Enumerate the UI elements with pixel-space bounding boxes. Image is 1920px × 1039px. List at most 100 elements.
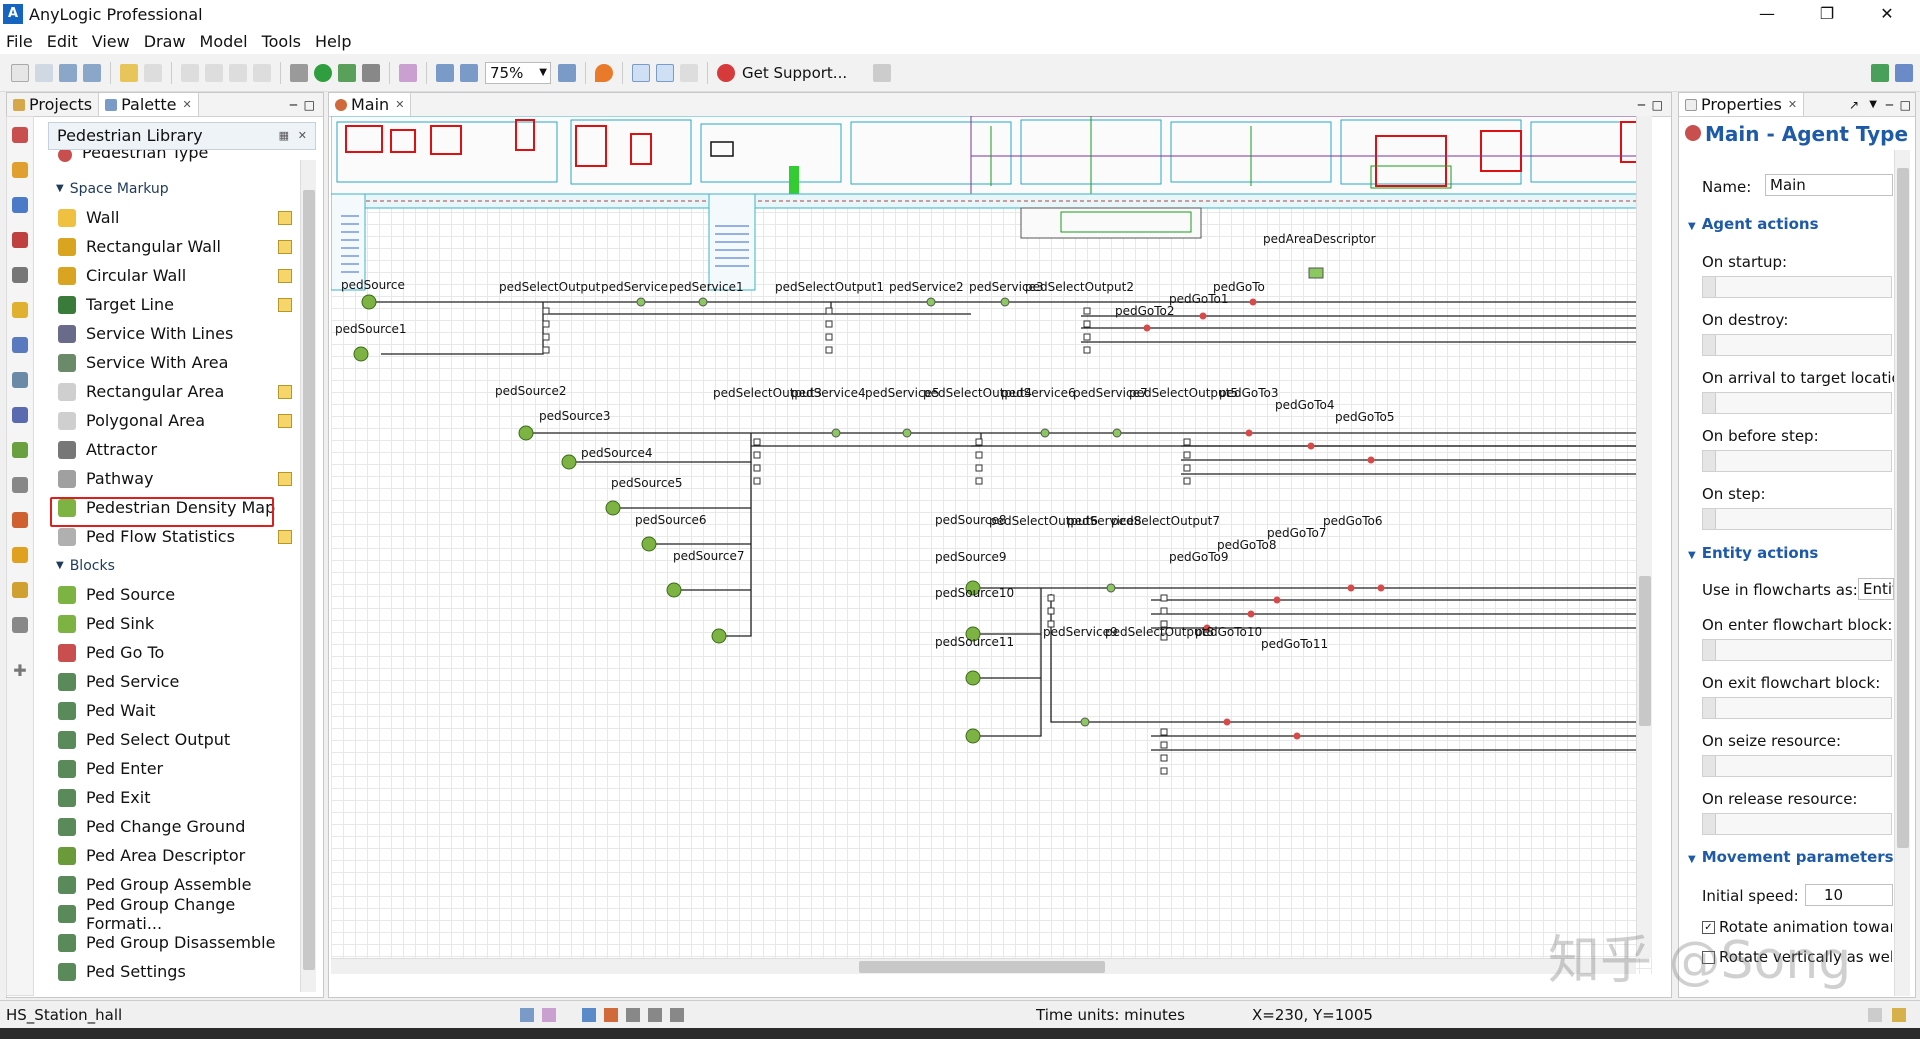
menu-view[interactable]: View [91, 31, 130, 51]
category-controls-icon[interactable] [12, 267, 28, 283]
palette-block-ped-group-change-formati[interactable]: Ped Group Change Formati... [48, 895, 300, 933]
palette-markup-target-line[interactable]: Target Line [48, 290, 300, 319]
palette-block-ped-wait[interactable]: Ped Wait [48, 696, 300, 725]
block-label-pedservice3[interactable]: pedService3 [969, 280, 1044, 294]
palette-markup-ped-flow-statistics[interactable]: Ped Flow Statistics [48, 522, 300, 551]
copy-icon[interactable] [205, 63, 223, 82]
space-markup-section[interactable]: ▼Space Markup [48, 174, 300, 203]
block-label-pedselectoutput8[interactable]: pedSelectOutput8 [1105, 625, 1214, 639]
palette-block-ped-enter[interactable]: Ped Enter [48, 754, 300, 783]
block-label-pedareadescriptor[interactable]: pedAreaDescriptor [1263, 232, 1376, 246]
properties-scroll-thumb[interactable] [1897, 168, 1909, 848]
block-label-pedsource[interactable]: pedSource [341, 278, 405, 292]
palette-scrollbar[interactable] [300, 160, 316, 992]
tab-projects[interactable]: Projects [7, 93, 100, 116]
palette-markup-attractor[interactable]: Attractor [48, 435, 300, 464]
close-library-icon[interactable]: ✕ [297, 129, 307, 142]
refresh-icon[interactable] [399, 63, 417, 82]
palette-markup-pathway[interactable]: Pathway [48, 464, 300, 493]
category-process-icon[interactable] [12, 162, 28, 178]
cut-icon[interactable] [181, 63, 199, 82]
block-label-pedselectoutput2[interactable]: pedSelectOutput2 [1025, 280, 1134, 294]
status-problems-icon[interactable] [542, 1008, 556, 1022]
zoom-select[interactable]: 75%▼ [485, 61, 551, 84]
drawing-mode-icon[interactable] [278, 413, 292, 428]
block-label-pedgoto7[interactable]: pedGoTo7 [1267, 526, 1327, 540]
block-label-pedselectoutput6[interactable]: pedSelectOutput6 [989, 514, 1098, 528]
block-label-pedgoto2[interactable]: pedGoTo2 [1115, 304, 1175, 318]
support-icon[interactable] [717, 63, 735, 82]
tab-main[interactable]: Main✕ [329, 93, 412, 116]
rotate-checkbox[interactable]: ✓ [1702, 920, 1715, 934]
on-release-resource-code-field[interactable] [1702, 813, 1892, 835]
block-label-pedgoto1[interactable]: pedGoTo1 [1169, 292, 1229, 306]
menu-draw[interactable]: Draw [143, 31, 186, 51]
palette-markup-pedestrian-density-map[interactable]: Pedestrian Density Map [48, 493, 300, 522]
name-field[interactable]: Main [1765, 174, 1893, 196]
block-label-pedservice2[interactable]: pedService2 [889, 280, 964, 294]
menu-edit[interactable]: Edit [46, 31, 78, 51]
entity-actions-section[interactable]: ▼Entity actions [1688, 544, 1818, 562]
close-window-button[interactable]: ✕ [1880, 4, 1894, 23]
rotate-vertically-option[interactable]: Rotate vertically as well [1702, 948, 1892, 966]
debug-icon[interactable] [338, 63, 356, 82]
save-all-icon[interactable] [83, 63, 101, 82]
block-label-pedgoto8[interactable]: pedGoTo8 [1217, 538, 1277, 552]
palette-block-ped-group-assemble[interactable]: Ped Group Assemble [48, 870, 300, 899]
zoom-out-icon[interactable] [460, 63, 478, 82]
block-label-pedservice8[interactable]: pedService8 [1067, 514, 1142, 528]
block-label-pedgoto5[interactable]: pedGoTo5 [1335, 410, 1395, 424]
block-label-pedselectoutput7[interactable]: pedSelectOutput7 [1111, 514, 1220, 528]
block-label-pedgoto3[interactable]: pedGoTo3 [1219, 386, 1279, 400]
block-label-pedselectoutput[interactable]: pedSelectOutput [499, 280, 601, 294]
category-fluid-icon[interactable] [12, 547, 28, 563]
block-label-pedgoto11[interactable]: pedGoTo11 [1261, 637, 1329, 651]
maximize-view-icon[interactable]: □ [1651, 97, 1663, 112]
block-label-pedsource2[interactable]: pedSource2 [495, 384, 567, 398]
zoom-fit-icon[interactable] [558, 63, 576, 82]
block-label-pedgoto10[interactable]: pedGoTo10 [1195, 625, 1263, 639]
block-label-pedsource5[interactable]: pedSource5 [611, 476, 683, 490]
category-pictures-icon[interactable] [12, 617, 28, 633]
tab-palette[interactable]: Palette✕ [99, 93, 199, 116]
block-label-pedservice1[interactable]: pedService1 [669, 280, 744, 294]
category-road-icon[interactable] [12, 512, 28, 528]
category-3d-icon[interactable] [12, 407, 28, 423]
zoom-in-icon[interactable] [436, 63, 454, 82]
blocks-section[interactable]: ▼Blocks [48, 551, 300, 580]
block-label-pedsource3[interactable]: pedSource3 [539, 409, 611, 423]
block-label-pedgoto4[interactable]: pedGoTo4 [1275, 398, 1335, 412]
palette-block-ped-group-disassemble[interactable]: Ped Group Disassemble [48, 928, 300, 957]
minimize-button[interactable]: — [1759, 4, 1775, 23]
on-exit-flowchart-code-field[interactable] [1702, 697, 1892, 719]
palette-block-ped-exit[interactable]: Ped Exit [48, 783, 300, 812]
status-measure-icon[interactable] [670, 1008, 684, 1022]
perspective-agent-icon[interactable] [1871, 63, 1889, 82]
open-in-window-icon[interactable]: ↗ [1848, 97, 1859, 112]
new-model-icon[interactable] [11, 63, 29, 82]
block-label-pedsource11[interactable]: pedSource11 [935, 635, 1015, 649]
on-enter-flowchart-code-field[interactable] [1702, 639, 1892, 661]
palette-block-ped-sink[interactable]: Ped Sink [48, 609, 300, 638]
block-label-pedgoto6[interactable]: pedGoTo6 [1323, 514, 1383, 528]
canvas-vscroll-thumb[interactable] [1639, 576, 1651, 726]
perspective-java-icon[interactable] [1895, 63, 1913, 82]
view-mode-icon[interactable]: ▦ [278, 129, 289, 142]
layers-icon[interactable] [680, 63, 698, 82]
block-label-pedgoto9[interactable]: pedGoTo9 [1169, 550, 1229, 564]
category-system-dynamics-icon[interactable] [12, 372, 28, 388]
use-in-flowcharts-select[interactable]: Entit [1858, 578, 1894, 600]
status-select-icon[interactable] [582, 1008, 596, 1022]
drawing-mode-icon[interactable] [278, 210, 292, 225]
menu-tools[interactable]: Tools [261, 31, 301, 51]
drawing-mode-icon[interactable] [278, 471, 292, 486]
palette-markup-wall[interactable]: Wall [48, 203, 300, 232]
palette-block-ped-select-output[interactable]: Ped Select Output [48, 725, 300, 754]
maximize-button[interactable]: ❐ [1819, 4, 1835, 23]
palette-block-ped-change-ground[interactable]: Ped Change Ground [48, 812, 300, 841]
close-icon[interactable]: ✕ [395, 98, 405, 111]
get-support-button[interactable]: Get Support... [742, 63, 848, 82]
drawing-mode-icon[interactable] [278, 384, 292, 399]
canvas-hscroll-thumb[interactable] [859, 961, 1105, 973]
